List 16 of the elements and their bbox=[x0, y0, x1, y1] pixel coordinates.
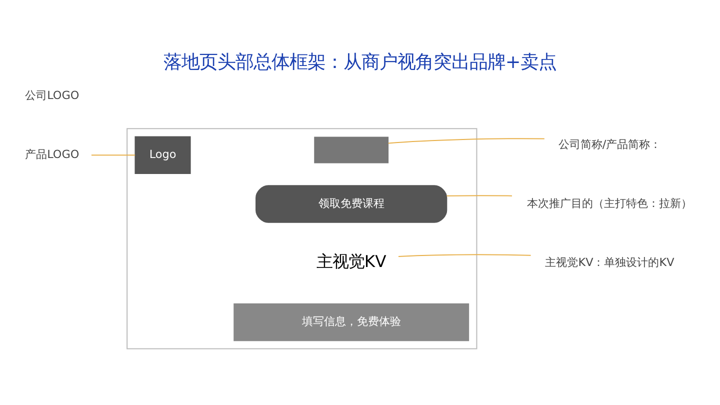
node-box bbox=[314, 136, 389, 163]
connector bbox=[398, 254, 531, 257]
node-box: Logo bbox=[134, 136, 191, 174]
node-text: 公司简称/产品简称： bbox=[558, 137, 662, 150]
diagram-title: 落地页头部总体框架：从商户视角突出品牌+卖点 bbox=[163, 51, 557, 72]
connector bbox=[91, 154, 136, 156]
node-box: 填写信息，免费体验 bbox=[234, 302, 470, 341]
connector bbox=[446, 194, 512, 196]
connector bbox=[388, 138, 544, 144]
label: 公司LOGO bbox=[25, 88, 80, 102]
node-box: 领取免费课程 bbox=[256, 184, 448, 222]
node-text: 产品LOGO bbox=[25, 147, 80, 160]
node-text: 本次推广目的（主打特色：拉新） bbox=[527, 196, 692, 210]
cluster bbox=[126, 128, 478, 349]
node-text: 主视觉KV：单独设计的KV bbox=[545, 255, 674, 268]
node-text: 主视觉KV bbox=[316, 252, 386, 271]
